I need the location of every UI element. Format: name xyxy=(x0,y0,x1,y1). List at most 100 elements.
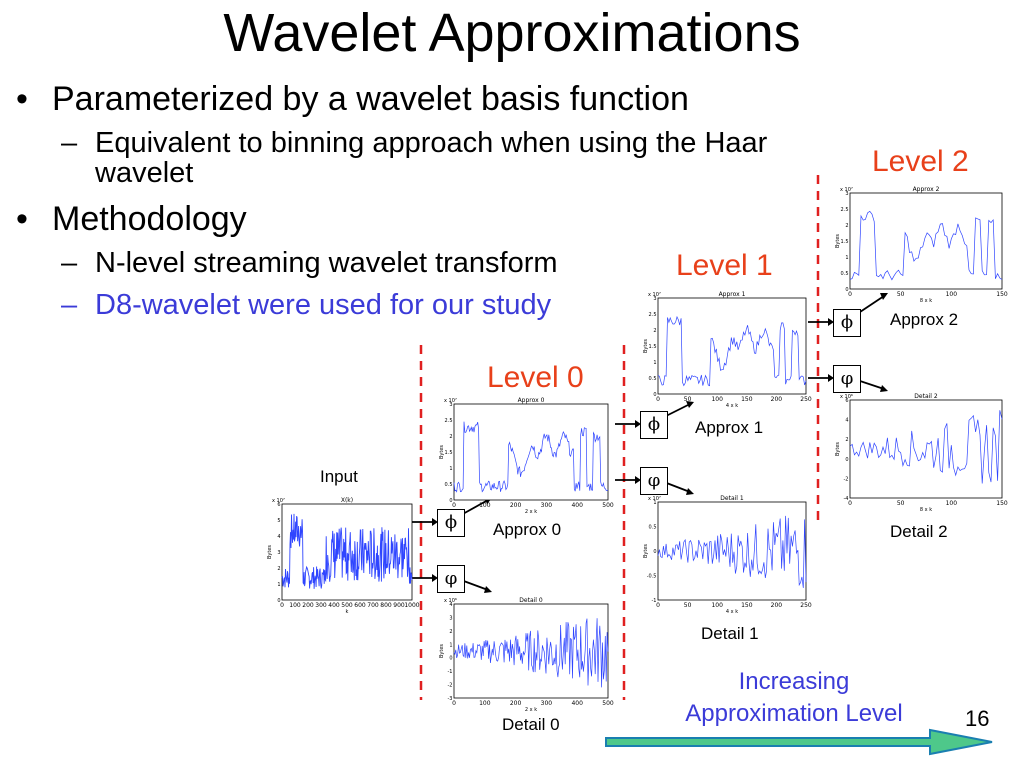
plot-exponent: x 10⁶ xyxy=(840,394,853,400)
plot-ylabel: Bytes xyxy=(643,544,649,558)
x-tick-label: 300 xyxy=(541,502,553,509)
plot-title: Approx 1 xyxy=(719,291,746,298)
x-tick-label: 250 xyxy=(800,396,812,403)
dash: – xyxy=(61,289,78,321)
y-tick-label: 1 xyxy=(449,466,452,472)
y-tick-label: -0.5 xyxy=(647,574,657,580)
x-tick-label: 100 xyxy=(289,602,301,609)
signal-trace xyxy=(453,421,609,493)
detail0-caption: Detail 0 xyxy=(502,715,560,734)
psi-filter-box-level0: φ xyxy=(437,565,465,593)
x-tick-label: 400 xyxy=(571,700,583,707)
x-tick-label: 400 xyxy=(571,502,583,509)
x-tick-label: 100 xyxy=(711,396,723,403)
y-tick-label: 0 xyxy=(653,392,656,398)
psi-filter-box-level1: φ xyxy=(640,467,668,495)
plot-xlabel: 8 x k xyxy=(920,298,932,304)
y-tick-label: -2 xyxy=(844,476,849,482)
sub-bullet-2-2-text: D8-wavelet were used for our study xyxy=(95,289,552,321)
plot-frame xyxy=(453,403,609,501)
bullet-dot: • xyxy=(16,200,28,238)
sub-bullet-1-1: – Equivalent to binning approach when us… xyxy=(61,127,815,189)
sub-bullet-1-1-text: Equivalent to binning approach when usin… xyxy=(95,127,768,189)
y-tick-label: 0 xyxy=(449,656,452,662)
y-tick-label: 3 xyxy=(449,402,452,408)
y-tick-label: 3 xyxy=(653,296,656,302)
plot-xlabel: 8 x k xyxy=(920,507,932,513)
x-tick-label: 100 xyxy=(711,602,723,609)
y-tick-label: 2 xyxy=(653,328,656,334)
plot-exponent: x 10⁶ xyxy=(444,598,457,604)
plot-frame xyxy=(657,297,807,395)
level-0-label: Level 0 xyxy=(487,361,584,394)
y-tick-label: 3 xyxy=(845,191,848,197)
y-tick-label: -3 xyxy=(448,696,453,702)
x-tick-label: 150 xyxy=(741,602,753,609)
y-tick-label: 4 xyxy=(845,418,848,424)
y-tick-label: 3 xyxy=(449,615,452,621)
x-tick-label: 800 xyxy=(380,602,392,609)
x-tick-label: 500 xyxy=(602,700,614,707)
plot-exponent: x 10⁷ xyxy=(444,398,457,404)
x-tick-label: 600 xyxy=(354,602,366,609)
y-tick-label: -2 xyxy=(448,683,453,689)
y-tick-label: -1 xyxy=(652,598,657,604)
y-tick-label: 2.5 xyxy=(841,207,849,213)
plot-title: Approx 0 xyxy=(518,397,545,404)
bullet-1-text: Parameterized by a wavelet basis functio… xyxy=(52,80,689,118)
x-tick-label: 100 xyxy=(946,500,958,507)
detail1-caption: Detail 1 xyxy=(701,624,759,643)
y-tick-label: 1 xyxy=(277,582,280,588)
y-tick-label: 4 xyxy=(277,534,280,540)
plot-xlabel: 4 x k xyxy=(726,609,738,615)
x-tick-label: 900 xyxy=(393,602,405,609)
x-tick-label: 500 xyxy=(602,502,614,509)
x-tick-label: 700 xyxy=(367,602,379,609)
x-tick-label: 300 xyxy=(315,602,327,609)
approx2-caption: Approx 2 xyxy=(890,310,959,329)
x-tick-label: 0 xyxy=(452,700,456,707)
y-tick-label: 2 xyxy=(449,434,452,440)
y-tick-label: 1 xyxy=(845,255,848,261)
x-tick-label: 0 xyxy=(656,602,660,609)
plot-title: X(k) xyxy=(341,497,353,504)
phi-filter-box-level2: ϕ xyxy=(833,309,861,337)
y-tick-label: 2.5 xyxy=(445,418,453,424)
y-tick-label: 1.5 xyxy=(649,344,657,350)
y-tick-label: 0.5 xyxy=(649,525,657,531)
x-tick-label: 200 xyxy=(302,602,314,609)
x-tick-label: 200 xyxy=(510,700,522,707)
bullet-1: • Parameterized by a wavelet basis funct… xyxy=(16,80,689,118)
y-tick-label: 1.5 xyxy=(841,239,849,245)
increasing-label-line1: Increasing xyxy=(738,668,850,695)
y-tick-label: 0 xyxy=(449,498,452,504)
y-tick-label: -1 xyxy=(448,669,453,675)
plot-ylabel: Bytes xyxy=(439,644,445,658)
plot-xlabel: 2 x k xyxy=(525,707,537,713)
x-tick-label: 0 xyxy=(656,396,660,403)
plot-frame xyxy=(281,503,413,601)
plot-title: Detail 1 xyxy=(720,495,744,502)
x-tick-label: 150 xyxy=(741,396,753,403)
approx0-caption: Approx 0 xyxy=(493,520,562,539)
signal-trace xyxy=(657,515,807,588)
plot-exponent: x 10⁷ xyxy=(648,292,661,298)
y-tick-label: 2.5 xyxy=(649,312,657,318)
bullet-2-text: Methodology xyxy=(52,200,247,238)
y-tick-label: 0.5 xyxy=(841,271,849,277)
x-tick-label: 0 xyxy=(452,502,456,509)
plot-ylabel: Bytes xyxy=(643,339,649,353)
x-tick-label: 0 xyxy=(848,500,852,507)
increasing-label: Increasing Approximation Level xyxy=(660,666,928,730)
x-tick-label: 400 xyxy=(328,602,340,609)
x-tick-label: 50 xyxy=(897,500,905,507)
level-2-label: Level 2 xyxy=(872,145,969,178)
x-tick-label: 300 xyxy=(541,700,553,707)
psi-filter-box-level2: φ xyxy=(833,365,861,393)
x-tick-label: 200 xyxy=(771,602,783,609)
y-tick-label: 0 xyxy=(845,457,848,463)
plot-title: Approx 2 xyxy=(913,186,940,193)
bullet-2: • Methodology xyxy=(16,200,247,238)
